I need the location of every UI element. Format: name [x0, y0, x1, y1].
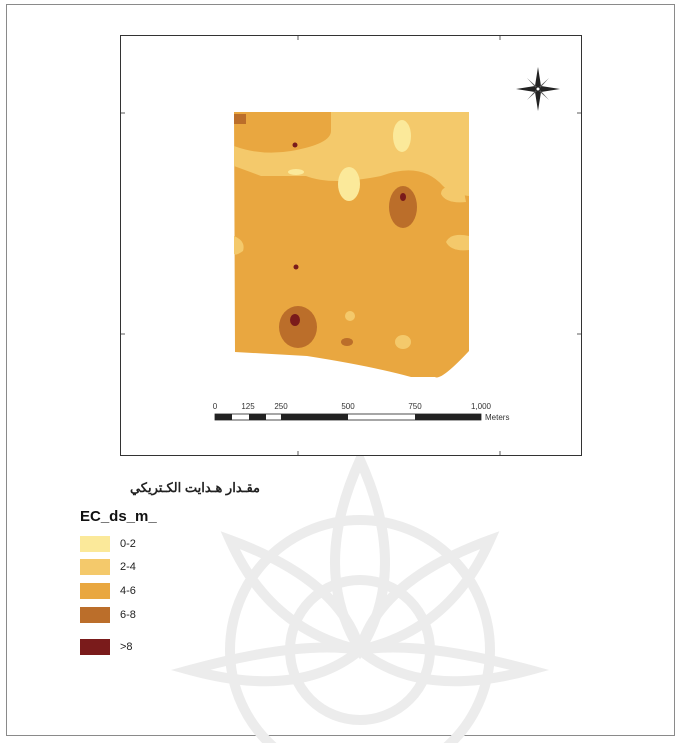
- ec-zone-2-4: [395, 335, 411, 349]
- watermark-emblem: [170, 447, 550, 743]
- legend-swatch: [80, 607, 110, 623]
- legend-field-name: EC_ds_m_: [80, 508, 157, 525]
- scale-tick-label: 0: [213, 402, 218, 411]
- ec-zone-2-4: [441, 185, 466, 203]
- ec-zone-8-plus: [292, 142, 298, 148]
- legend-swatch: [80, 559, 110, 575]
- ec-zone-6-8: [341, 338, 353, 346]
- scale-tick-label: 500: [341, 402, 355, 411]
- scale-tick-label: 250: [274, 402, 288, 411]
- legend-item-label: 2-4: [120, 561, 136, 573]
- ec-zone-6-8: [389, 186, 417, 228]
- ec-zone-8-plus: [400, 193, 406, 201]
- ec-map: 0 125 250 500 750 1,000 Meters: [121, 36, 581, 455]
- ec-zone-0-2: [393, 120, 411, 152]
- map-frame: 0 125 250 500 750 1,000 Meters: [120, 35, 582, 456]
- ec-zone-2-4: [345, 311, 355, 321]
- graticule-ticks: [121, 36, 581, 455]
- scale-unit-label: Meters: [485, 413, 509, 422]
- north-arrow-icon: [516, 67, 560, 111]
- ec-zone-6-8: [279, 306, 317, 348]
- legend-swatch: [80, 639, 110, 655]
- scale-bar: 0 125 250 500 750 1,000 Meters: [213, 402, 510, 422]
- legend-item-label: 0-2: [120, 538, 136, 550]
- legend-title: مقـدار هـدايت الكـتريكي: [129, 480, 260, 495]
- ec-zone-2-4: [234, 236, 244, 255]
- ec-zone-6-8: [234, 114, 246, 124]
- ec-zone-0-2: [288, 169, 304, 175]
- ec-zone-0-2: [338, 167, 360, 201]
- legend-swatch: [80, 536, 110, 552]
- legend-item-label: 4-6: [120, 585, 136, 597]
- scale-tick-label: 125: [241, 402, 255, 411]
- ec-zone-2-4: [446, 234, 469, 251]
- ec-zone-8-plus: [290, 314, 300, 326]
- scale-tick-label: 1,000: [471, 402, 492, 411]
- legend-item-label: >8: [120, 641, 133, 653]
- ec-zone-8-plus: [293, 264, 299, 270]
- scale-tick-label: 750: [408, 402, 422, 411]
- legend-item-label: 6-8: [120, 609, 136, 621]
- legend-swatch: [80, 583, 110, 599]
